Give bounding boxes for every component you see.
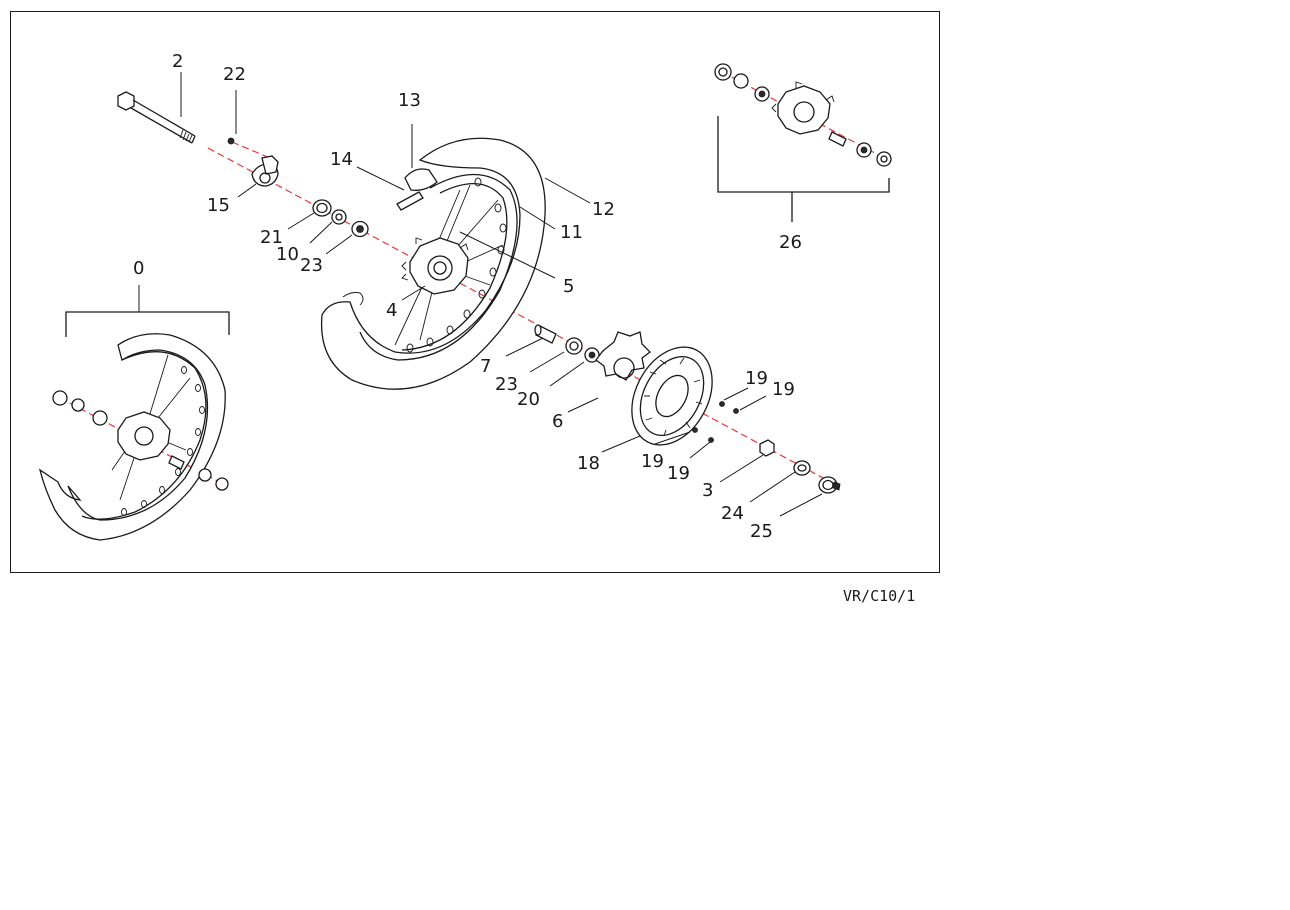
label-part-15: 15: [207, 195, 230, 216]
label-part-6: 6: [552, 411, 563, 432]
assembly-axis-line-upper: [231, 141, 271, 159]
spacer-3-drawing: [759, 439, 775, 457]
label-part-2: 2: [172, 51, 183, 72]
label-part-7: 7: [480, 356, 491, 377]
label-part-14: 14: [330, 149, 353, 170]
label-part-12: 12: [592, 199, 615, 220]
leader-lines: [138, 72, 823, 517]
label-part-19-c: 19: [641, 451, 664, 472]
label-part-23-left: 23: [300, 255, 323, 276]
label-part-4: 4: [386, 300, 397, 321]
hub-kit-26-drawing: [714, 63, 892, 222]
label-part-21: 21: [260, 227, 283, 248]
diagram-reference-code: VR/C10/1: [843, 587, 915, 605]
label-part-5: 5: [563, 276, 574, 297]
label-part-18: 18: [577, 453, 600, 474]
label-part-11: 11: [560, 222, 583, 243]
spacer-7-drawing: [534, 324, 557, 344]
label-part-13: 13: [398, 90, 421, 111]
nut-25-drawing: [818, 476, 841, 494]
label-part-19-a: 19: [745, 368, 768, 389]
bearing-21-drawing: [312, 199, 332, 217]
label-part-19-b: 19: [772, 379, 795, 400]
label-part-23-right: 23: [495, 374, 518, 395]
label-part-19-d: 19: [667, 463, 690, 484]
assembly-axis-line: [207, 147, 841, 488]
screws-19-drawing: [692, 401, 739, 443]
label-part-20: 20: [517, 389, 540, 410]
seal-10-drawing: [331, 209, 347, 225]
label-part-25: 25: [750, 521, 773, 542]
main-wheel-drawing: [320, 137, 546, 390]
bearing-23-drawing: [351, 220, 369, 238]
label-part-10: 10: [276, 244, 299, 265]
label-part-22: 22: [223, 64, 246, 85]
diagram-frame: [10, 11, 940, 573]
bearing-23b-drawing: [565, 337, 583, 355]
label-part-3: 3: [702, 480, 713, 501]
label-part-24: 24: [721, 503, 744, 524]
label-part-26: 26: [779, 232, 802, 253]
washer-24-drawing: [793, 460, 811, 476]
speedo-drive-drawing: [227, 137, 279, 187]
brake-disc-18-drawing: [631, 346, 713, 446]
label-part-0: 0: [133, 258, 144, 279]
part-labels: 2 22 13 14 15 21 10 23 12 11 5 4 7 23 20…: [133, 51, 802, 542]
inset-complete-wheel-drawing: [38, 311, 230, 541]
carrier-6-drawing: [595, 331, 651, 381]
axle-bolt-drawing: [117, 91, 196, 144]
